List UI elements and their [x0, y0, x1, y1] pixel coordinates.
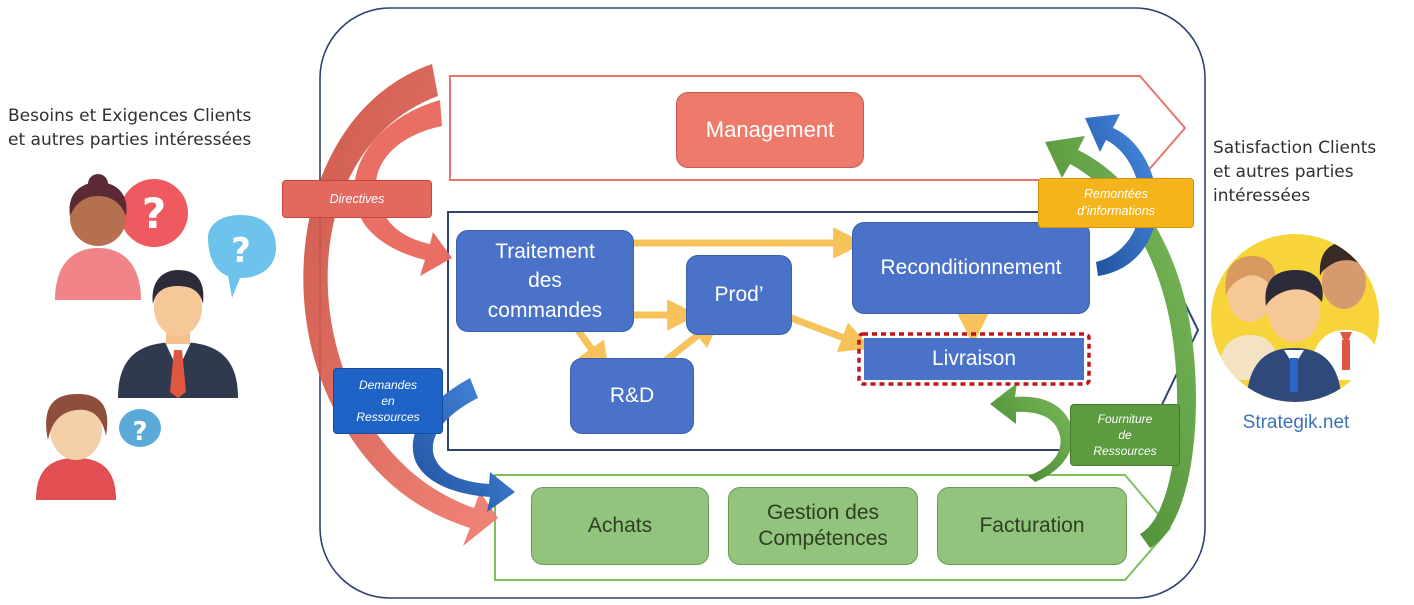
directives-arrow-short — [354, 100, 452, 276]
svg-text:?: ? — [132, 417, 147, 447]
businessman-question-icon: ? — [118, 215, 276, 398]
management-box[interactable]: Management — [676, 92, 864, 168]
livraison-box[interactable]: Livraison — [864, 338, 1084, 380]
reconditionnement-box[interactable]: Reconditionnement — [852, 222, 1090, 314]
traitement-box[interactable]: Traitement des commandes — [456, 230, 634, 332]
right-title: Satisfaction Clients et autres parties i… — [1213, 138, 1377, 207]
svg-text:?: ? — [231, 231, 251, 271]
support-feedback-arrow — [1045, 136, 1196, 548]
woman-question-icon: ? — [55, 174, 188, 300]
gestion-competences-box[interactable]: Gestion des Compétences — [728, 487, 918, 565]
livraison-highlight — [857, 332, 1091, 386]
feedback-arrow-blue — [1085, 114, 1158, 276]
rd-box[interactable]: R&D — [570, 358, 694, 434]
fourniture-ressources-tag: Fourniture de Ressources — [1070, 404, 1180, 466]
remontees-informations-tag: Remontées d’informations — [1038, 178, 1194, 228]
customer-team-icon — [1211, 234, 1379, 402]
facturation-box[interactable]: Facturation — [937, 487, 1127, 565]
directives-tag: Directives — [282, 180, 432, 218]
prod-box[interactable]: Prod’ — [686, 255, 792, 335]
brand-label[interactable]: Strategik.net — [1242, 412, 1350, 433]
girl-question-icon: ? — [36, 394, 161, 500]
svg-text:?: ? — [142, 189, 166, 238]
achats-box[interactable]: Achats — [531, 487, 709, 565]
left-title: Besoins et Exigences Clients et autres p… — [8, 106, 252, 151]
demandes-ressources-tag: Demandes en Ressources — [333, 368, 443, 434]
fourniture-arrow — [990, 383, 1074, 482]
